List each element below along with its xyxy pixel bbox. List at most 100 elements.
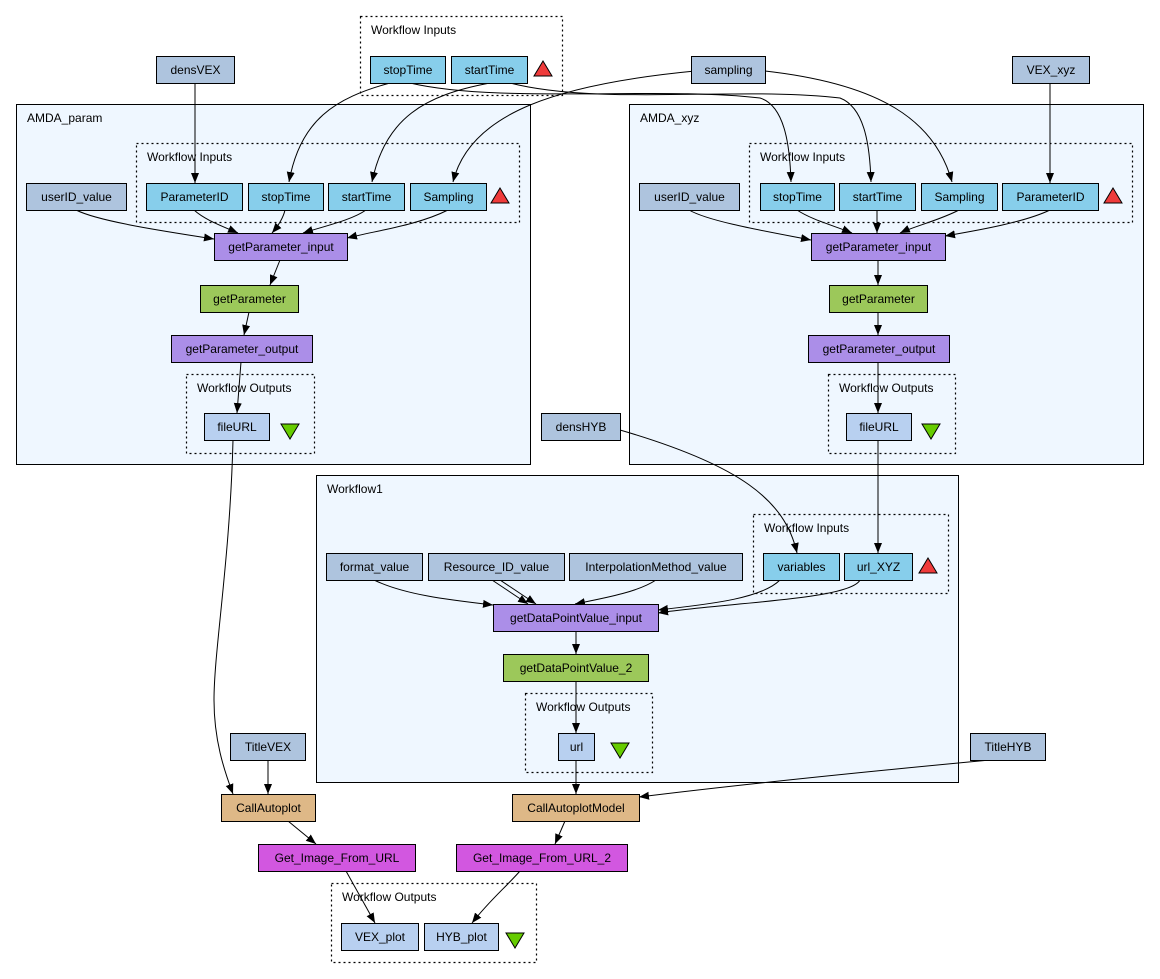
node-p-fileurl[interactable]: fileURL — [204, 413, 270, 441]
node-box — [248, 183, 324, 211]
node-w-format[interactable]: format_value — [326, 553, 423, 581]
node-x-getparameter-output[interactable]: getParameter_output — [808, 335, 950, 363]
node-top-starttime[interactable]: startTime — [451, 56, 528, 84]
node-x-parameterid[interactable]: ParameterID — [1002, 183, 1099, 211]
node-box — [558, 733, 595, 761]
node-box — [541, 413, 621, 441]
cluster-top-inputs: Workflow Inputs — [359, 15, 564, 97]
edge-p-stoptime-to-p-getparameter-input — [271, 209, 286, 234]
node-label: Sampling — [423, 190, 473, 204]
node-label: startTime — [342, 190, 392, 204]
node-p-getparameter-output[interactable]: getParameter_output — [171, 335, 313, 363]
cluster-border — [629, 104, 1144, 465]
node-label: startTime — [465, 63, 515, 77]
node-p-getparameter[interactable]: getParameter — [200, 285, 299, 313]
node-w-variables[interactable]: variables — [763, 553, 840, 581]
node-label: getParameter — [842, 292, 915, 306]
node-w-getdpv-input[interactable]: getDataPointValue_input — [493, 604, 659, 632]
edge-w-format-to-w-getdpv-input — [373, 579, 494, 608]
node-label: stopTime — [384, 63, 433, 77]
cluster-label: AMDA_xyz — [640, 111, 699, 125]
node-x-sampling[interactable]: Sampling — [921, 183, 998, 211]
node-x-starttime[interactable]: startTime — [839, 183, 916, 211]
node-x-stoptime[interactable]: stopTime — [760, 183, 835, 211]
node-denshyb[interactable]: densHYB — [541, 413, 621, 441]
node-label: CallAutoplotModel — [527, 801, 624, 815]
cluster-border — [524, 692, 654, 774]
node-box — [410, 183, 487, 211]
node-callautoplot[interactable]: CallAutoplot — [221, 794, 316, 822]
node-top-stoptime[interactable]: stopTime — [370, 56, 446, 84]
edge-w-interp-to-w-getdpv-input — [574, 579, 657, 606]
node-w-interp[interactable]: InterpolationMethod_value — [569, 553, 743, 581]
node-x-getparameter[interactable]: getParameter — [829, 285, 928, 313]
cluster-label: Workflow Inputs — [371, 23, 456, 37]
edge-callautoplot-to-getimage — [287, 820, 317, 845]
node-getimage2[interactable]: Get_Image_From_URL_2 — [456, 844, 628, 872]
cluster-final-outputs: Workflow Outputs — [330, 882, 538, 964]
node-p-parameterid[interactable]: ParameterID — [146, 183, 243, 211]
node-p-stoptime[interactable]: stopTime — [248, 183, 324, 211]
node-x-getparameter-input[interactable]: getParameter_input — [811, 233, 946, 261]
node-box — [341, 923, 419, 951]
edge-p-fileurl-to-callautoplot — [213, 439, 234, 795]
node-box — [146, 183, 243, 211]
cluster-label: Workflow Inputs — [760, 150, 845, 164]
node-label: getParameter_input — [228, 240, 334, 254]
node-w-url[interactable]: url — [558, 733, 595, 761]
cluster-border — [135, 142, 521, 224]
node-densvex[interactable]: densVEX — [156, 56, 235, 84]
edge-p-getparameter-output-to-p-fileurl — [233, 361, 242, 414]
node-box — [1002, 183, 1099, 211]
node-vex-xyz[interactable]: VEX_xyz — [1012, 56, 1090, 84]
cluster-label: Workflow Inputs — [764, 521, 849, 535]
edge-denshyb-to-w-variables — [619, 429, 799, 554]
output-triangle-icon — [280, 423, 300, 440]
cluster-border — [16, 104, 531, 465]
node-p-starttime[interactable]: startTime — [328, 183, 405, 211]
node-getimage[interactable]: Get_Image_From_URL — [258, 844, 416, 872]
node-x-fileurl[interactable]: fileURL — [846, 413, 912, 441]
edge-top-starttime-to-x-starttime — [509, 82, 875, 183]
node-hyb-plot[interactable]: HYB_plot — [424, 923, 499, 951]
node-box — [808, 335, 950, 363]
node-label: TitleHYB — [985, 740, 1032, 754]
node-label: ParameterID — [1016, 190, 1084, 204]
node-box — [512, 794, 640, 822]
node-p-sampling[interactable]: Sampling — [410, 183, 487, 211]
edge-p-userid-to-p-getparameter-input — [75, 209, 215, 242]
edges-layer — [75, 70, 1054, 924]
edge-sampling-to-p-sampling — [451, 70, 696, 183]
node-label: userID_value — [41, 190, 112, 204]
node-label: getParameter — [213, 292, 286, 306]
edge-getimage-to-vex-plot — [345, 870, 376, 924]
node-x-userid[interactable]: userID_value — [639, 183, 740, 211]
cluster-workflow1-inputs: Workflow Inputs — [752, 513, 950, 595]
node-p-userid[interactable]: userID_value — [26, 183, 127, 211]
node-label: ParameterID — [160, 190, 228, 204]
node-vex-plot[interactable]: VEX_plot — [341, 923, 419, 951]
node-w-url-xyz[interactable]: url_XYZ — [844, 553, 913, 581]
node-label: HYB_plot — [436, 930, 487, 944]
node-label: Resource_ID_value — [444, 560, 550, 574]
edge-p-starttime-to-p-getparameter-input — [302, 209, 367, 234]
input-triangle-icon — [1103, 187, 1123, 204]
node-label: CallAutoplot — [236, 801, 301, 815]
node-titlevex[interactable]: TitleVEX — [230, 733, 306, 761]
node-p-getparameter-input[interactable]: getParameter_input — [214, 233, 348, 261]
node-w-getdpv-2[interactable]: getDataPointValue_2 — [503, 654, 649, 682]
node-w-resource[interactable]: Resource_ID_value — [428, 553, 565, 581]
edge-p-getparameter-to-p-getparameter-output — [242, 311, 251, 336]
cluster-border — [185, 373, 316, 455]
node-titlehyb[interactable]: TitleHYB — [970, 733, 1046, 761]
node-sampling[interactable]: sampling — [691, 56, 766, 84]
port-markers-layer — [280, 60, 1123, 949]
node-callautoplotmodel[interactable]: CallAutoplotModel — [512, 794, 640, 822]
node-label: getDataPointValue_input — [510, 611, 643, 625]
node-label: fileURL — [217, 420, 257, 434]
node-label: VEX_xyz — [1027, 63, 1076, 77]
node-label: variables — [777, 560, 825, 574]
cluster-border — [359, 15, 564, 97]
